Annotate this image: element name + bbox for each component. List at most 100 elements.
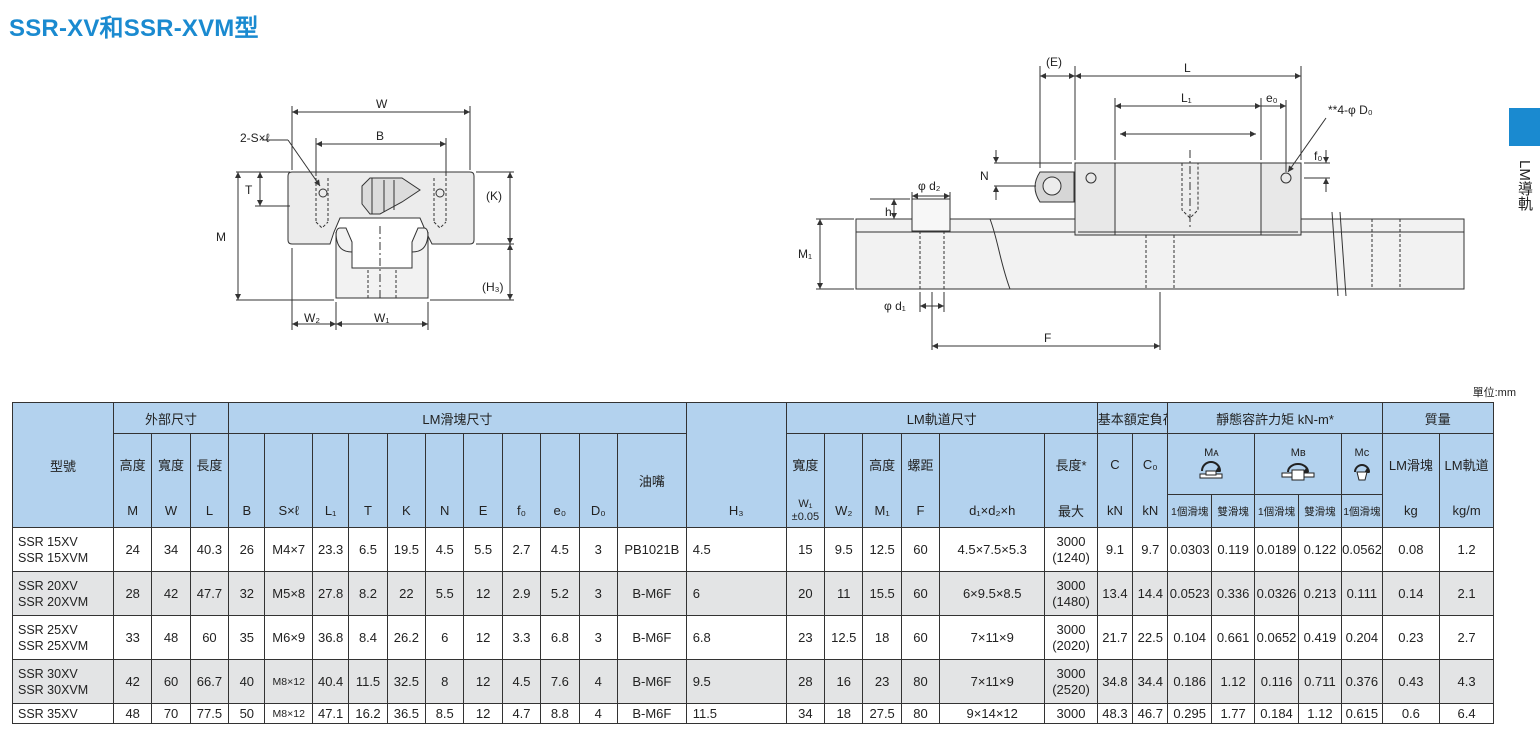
cell-L: 66.7 <box>189 659 230 704</box>
cell-rail-length-max: 3000 <box>1056 533 1086 549</box>
cell-H3: 6 <box>685 571 787 616</box>
cell-B: 50 <box>228 703 266 724</box>
header-rail-width: 寬度 <box>785 433 826 495</box>
header-pitch: 螺距 <box>900 433 941 495</box>
cell-D0: 3 <box>578 615 618 660</box>
cell-mrail: 4.3 <box>1439 659 1494 704</box>
cell-W: 48 <box>151 615 191 660</box>
cell-MC: 0.376 <box>1341 659 1383 704</box>
header-outer: 外部尺寸 <box>112 402 230 434</box>
cell-C0: 46.7 <box>1132 703 1169 724</box>
cell-rail-length-max: 3000 <box>1056 621 1086 637</box>
cell-MA1: 0.0303 <box>1167 527 1212 572</box>
cell-N: 8.5 <box>425 703 465 724</box>
cell-Sxl: M6×9 <box>264 615 313 660</box>
header-C0: C₀ <box>1132 433 1169 495</box>
cell-K: 26.2 <box>386 615 427 660</box>
cell-e0: 7.6 <box>540 659 580 704</box>
cell-f0: 2.9 <box>501 571 542 616</box>
rail-outline <box>335 227 429 299</box>
dim-M1: M₁ <box>798 247 812 261</box>
cell-M: 28 <box>112 571 153 616</box>
cell-MC: 0.0562 <box>1341 527 1383 572</box>
cell-D0: 4 <box>578 703 618 724</box>
section-tab-marker <box>1509 108 1540 146</box>
cell-W: 60 <box>151 659 191 704</box>
cell-L1: 27.8 <box>311 571 350 616</box>
cell-MA1: 0.186 <box>1167 659 1212 704</box>
cell-MB2: 1.12 <box>1297 703 1343 724</box>
cell-rail-length: 3000(2520) <box>1044 659 1098 704</box>
dim-T: T <box>245 183 253 197</box>
cell-MA2: 0.336 <box>1210 571 1256 616</box>
cell-H3: 6.8 <box>685 615 787 660</box>
cell-f0: 4.5 <box>501 659 542 704</box>
header-rail: LM軌道尺寸 <box>785 402 1098 434</box>
cell-MB2: 0.122 <box>1297 527 1343 572</box>
cell-MA1: 0.0523 <box>1167 571 1212 616</box>
cell-L1: 40.4 <box>311 659 350 704</box>
cell-W1: 23 <box>785 615 826 660</box>
cell-Sxl: M4×7 <box>264 527 313 572</box>
header-one-block-c: 1個滑塊 <box>1341 494 1383 528</box>
cell-F: 60 <box>900 527 941 572</box>
header-MB: Mʙ <box>1254 433 1343 495</box>
dim-d2: φ d₂ <box>918 179 941 193</box>
header-MB-label: Mʙ <box>1290 446 1306 459</box>
header-sym-W2: W₂ <box>824 494 864 528</box>
cell-Sxl: M8×12 <box>264 659 313 704</box>
side-view-drawing <box>816 66 1465 350</box>
cell-M: 48 <box>112 703 153 724</box>
dim-E: (E) <box>1046 55 1062 69</box>
cell-H3: 11.5 <box>685 703 787 724</box>
dim-f0: f₀ <box>1314 149 1322 163</box>
cell-rail-length-std: (1480) <box>1052 593 1090 609</box>
cell-D0: 4 <box>578 659 618 704</box>
header-model: 型號 <box>12 402 114 528</box>
cell-L1: 36.8 <box>311 615 350 660</box>
model-name: SSR 30XV <box>18 666 78 681</box>
cell-K: 32.5 <box>386 659 427 704</box>
cell-F: 80 <box>900 703 941 724</box>
header-sym-N: N <box>425 494 465 528</box>
cell-L: 77.5 <box>189 703 230 724</box>
cell-f0: 4.7 <box>501 703 542 724</box>
header-moment: 靜態容許力矩 kN-m* <box>1167 402 1383 434</box>
cell-f0: 2.7 <box>501 527 542 572</box>
cell-W2: 11 <box>824 571 864 616</box>
cell-C: 34.8 <box>1096 659 1134 704</box>
model-name-variant: SSR 15XVM <box>18 550 89 565</box>
cell-N: 5.5 <box>425 571 465 616</box>
cell-grease: PB1021B <box>616 527 687 572</box>
model-name: SSR 15XV <box>18 534 78 549</box>
cell-rail-length-std: (2020) <box>1052 637 1090 653</box>
cell-B: 40 <box>228 659 266 704</box>
page-title: SSR-XV和SSR-XVM型 <box>9 15 259 42</box>
cell-B: 32 <box>228 571 266 616</box>
cell-mblock: 0.43 <box>1381 659 1441 704</box>
cell-M1: 27.5 <box>862 703 902 724</box>
cell-d: 7×11×9 <box>939 615 1046 660</box>
cell-grease: B-M6F <box>616 659 687 704</box>
header-sym-W1-tol: ±0.05 <box>791 510 820 523</box>
cell-W: 70 <box>151 703 191 724</box>
dim-W: W <box>376 97 388 111</box>
cell-W2: 12.5 <box>824 615 864 660</box>
cell-H3: 9.5 <box>685 659 787 704</box>
cell-MB1: 0.0652 <box>1254 615 1299 660</box>
cell-rail-length: 3000(1480) <box>1044 571 1098 616</box>
header-one-block-a: 1個滑塊 <box>1167 494 1212 528</box>
header-double-block-a: 雙滑塊 <box>1210 494 1256 528</box>
cell-N: 6 <box>425 615 465 660</box>
cell-M1: 23 <box>862 659 902 704</box>
header-sym-H3: H₃ <box>685 494 787 528</box>
header-block-mass: LM滑塊 <box>1381 433 1441 495</box>
cell-mblock: 0.23 <box>1381 615 1441 660</box>
cell-rail-length: 3000(1240) <box>1044 527 1098 572</box>
